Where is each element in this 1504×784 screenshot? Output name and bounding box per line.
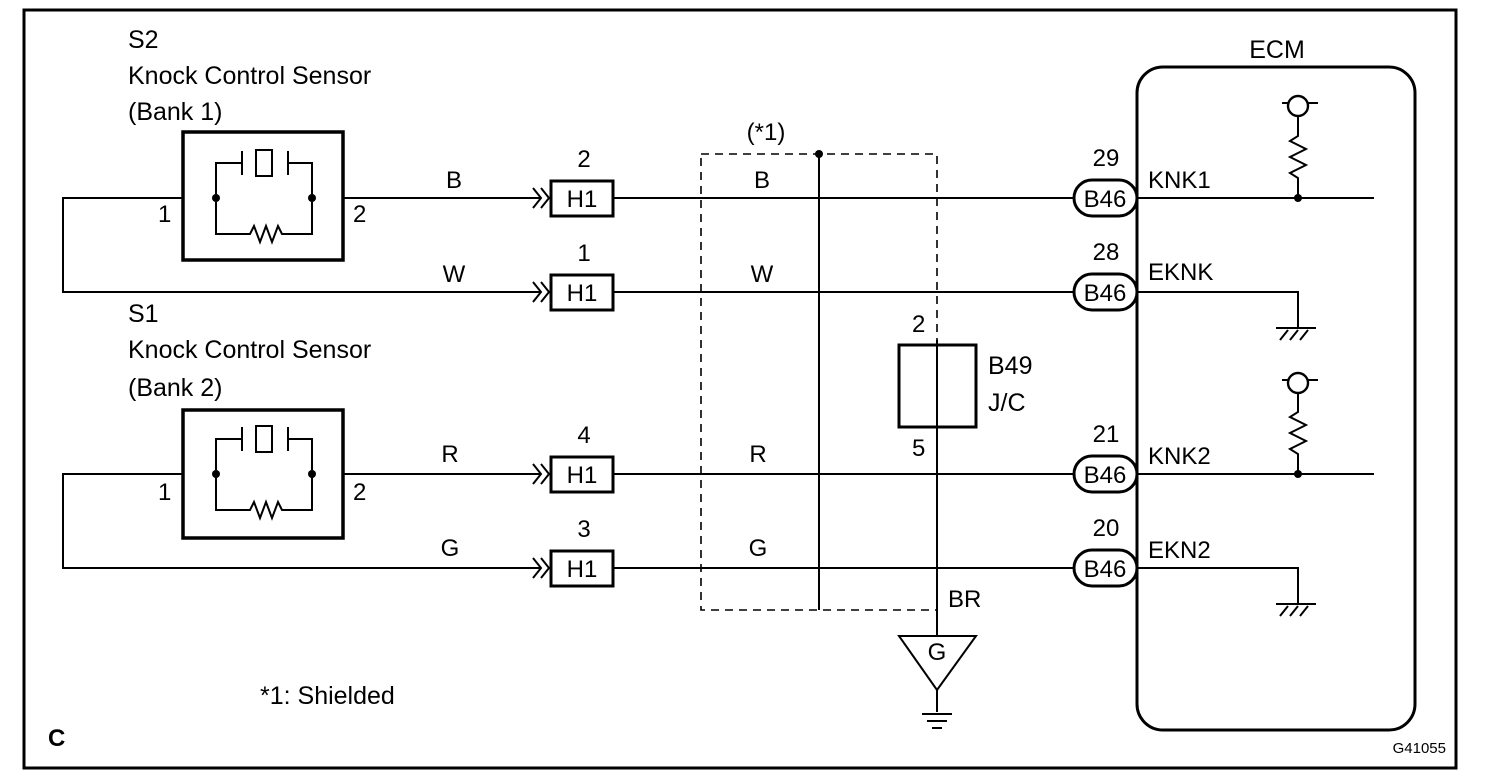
h1-pin-row1: 2 xyxy=(577,146,590,173)
ecm-signal-row2: EKNK xyxy=(1148,259,1213,286)
wire-color-left-row3: R xyxy=(441,441,458,468)
junction-type: J/C xyxy=(988,389,1026,417)
ecm-signal-row1: KNK1 xyxy=(1148,167,1211,194)
corner-label: C xyxy=(48,725,65,752)
ecm-conn-row4: B46 xyxy=(1084,556,1127,583)
h1-pin-row4: 3 xyxy=(577,516,590,543)
sensor-bank2-bank: (Bank 2) xyxy=(128,374,222,402)
sensor-bank2-name: Knock Control Sensor xyxy=(128,336,371,364)
ecm-conn-row2: B46 xyxy=(1084,280,1127,307)
sensor-bank2-pin-right: 2 xyxy=(353,479,366,506)
sensor-bank1-pin-right: 2 xyxy=(353,201,366,228)
h1-label-row3: H1 xyxy=(567,462,598,489)
sensor-bank2-id: S1 xyxy=(128,300,159,328)
junction-pin-top: 2 xyxy=(912,311,925,338)
wire-color-left-row1: B xyxy=(446,167,462,194)
ecm-internal-eknk xyxy=(1137,291,1316,341)
h1-pin-row2: 1 xyxy=(577,240,590,267)
wire-paths xyxy=(62,197,1074,569)
sensor-bank2-pin-left: 1 xyxy=(158,479,171,506)
h1-label-row2: H1 xyxy=(567,280,598,307)
ecm-pin-row3: 21 xyxy=(1093,421,1120,448)
wire-color-right-row2: W xyxy=(751,261,774,288)
h1-label-row4: H1 xyxy=(567,556,598,583)
h1-connectors xyxy=(532,179,615,588)
ecm-title: ECM xyxy=(1249,36,1305,64)
sensor-bank1-id: S2 xyxy=(128,26,159,54)
ecm-internal-knk2 xyxy=(1137,371,1374,478)
ecm-internal-knk1 xyxy=(1137,94,1374,202)
ecm-box xyxy=(1135,65,1417,732)
sensor-bank1-name: Knock Control Sensor xyxy=(128,62,371,90)
junction-id: B49 xyxy=(988,352,1032,380)
wire-color-left-row2: W xyxy=(443,261,466,288)
ecm-pin-row1: 29 xyxy=(1093,145,1120,172)
wire-color-right-row3: R xyxy=(749,441,766,468)
ecm-pin-row4: 20 xyxy=(1093,515,1120,542)
sensor-bank1-bank: (Bank 1) xyxy=(128,98,222,126)
ecm-signal-row4: EKN2 xyxy=(1148,537,1211,564)
ecm-signal-row3: KNK2 xyxy=(1148,443,1211,470)
wire-color-right-row4: G xyxy=(749,535,768,562)
figure-id: G41055 xyxy=(1393,740,1446,757)
ecm-internal-ekn2 xyxy=(1137,567,1316,617)
wire-color-left-row4: G xyxy=(441,535,460,562)
ground-label: G xyxy=(928,639,947,666)
junction-pin-bottom: 5 xyxy=(912,435,925,462)
ground-wire-color: BR xyxy=(948,586,981,613)
h1-label-row1: H1 xyxy=(567,186,598,213)
knock-sensor-bank1 xyxy=(181,130,345,262)
shielded-note: *1: Shielded xyxy=(260,682,395,710)
wire-color-right-row1: B xyxy=(754,167,770,194)
ecm-conn-row1: B46 xyxy=(1084,186,1127,213)
ecm-pin-row2: 28 xyxy=(1093,239,1120,266)
ecm-conn-row3: B46 xyxy=(1084,462,1127,489)
ground-point xyxy=(897,635,978,729)
shield-drain-dot xyxy=(815,150,823,158)
ecm-connectors xyxy=(1072,178,1139,588)
h1-pin-row3: 4 xyxy=(577,422,590,449)
sensor-bank1-pin-left: 1 xyxy=(158,201,171,228)
shield-marker: (*1) xyxy=(747,119,786,146)
